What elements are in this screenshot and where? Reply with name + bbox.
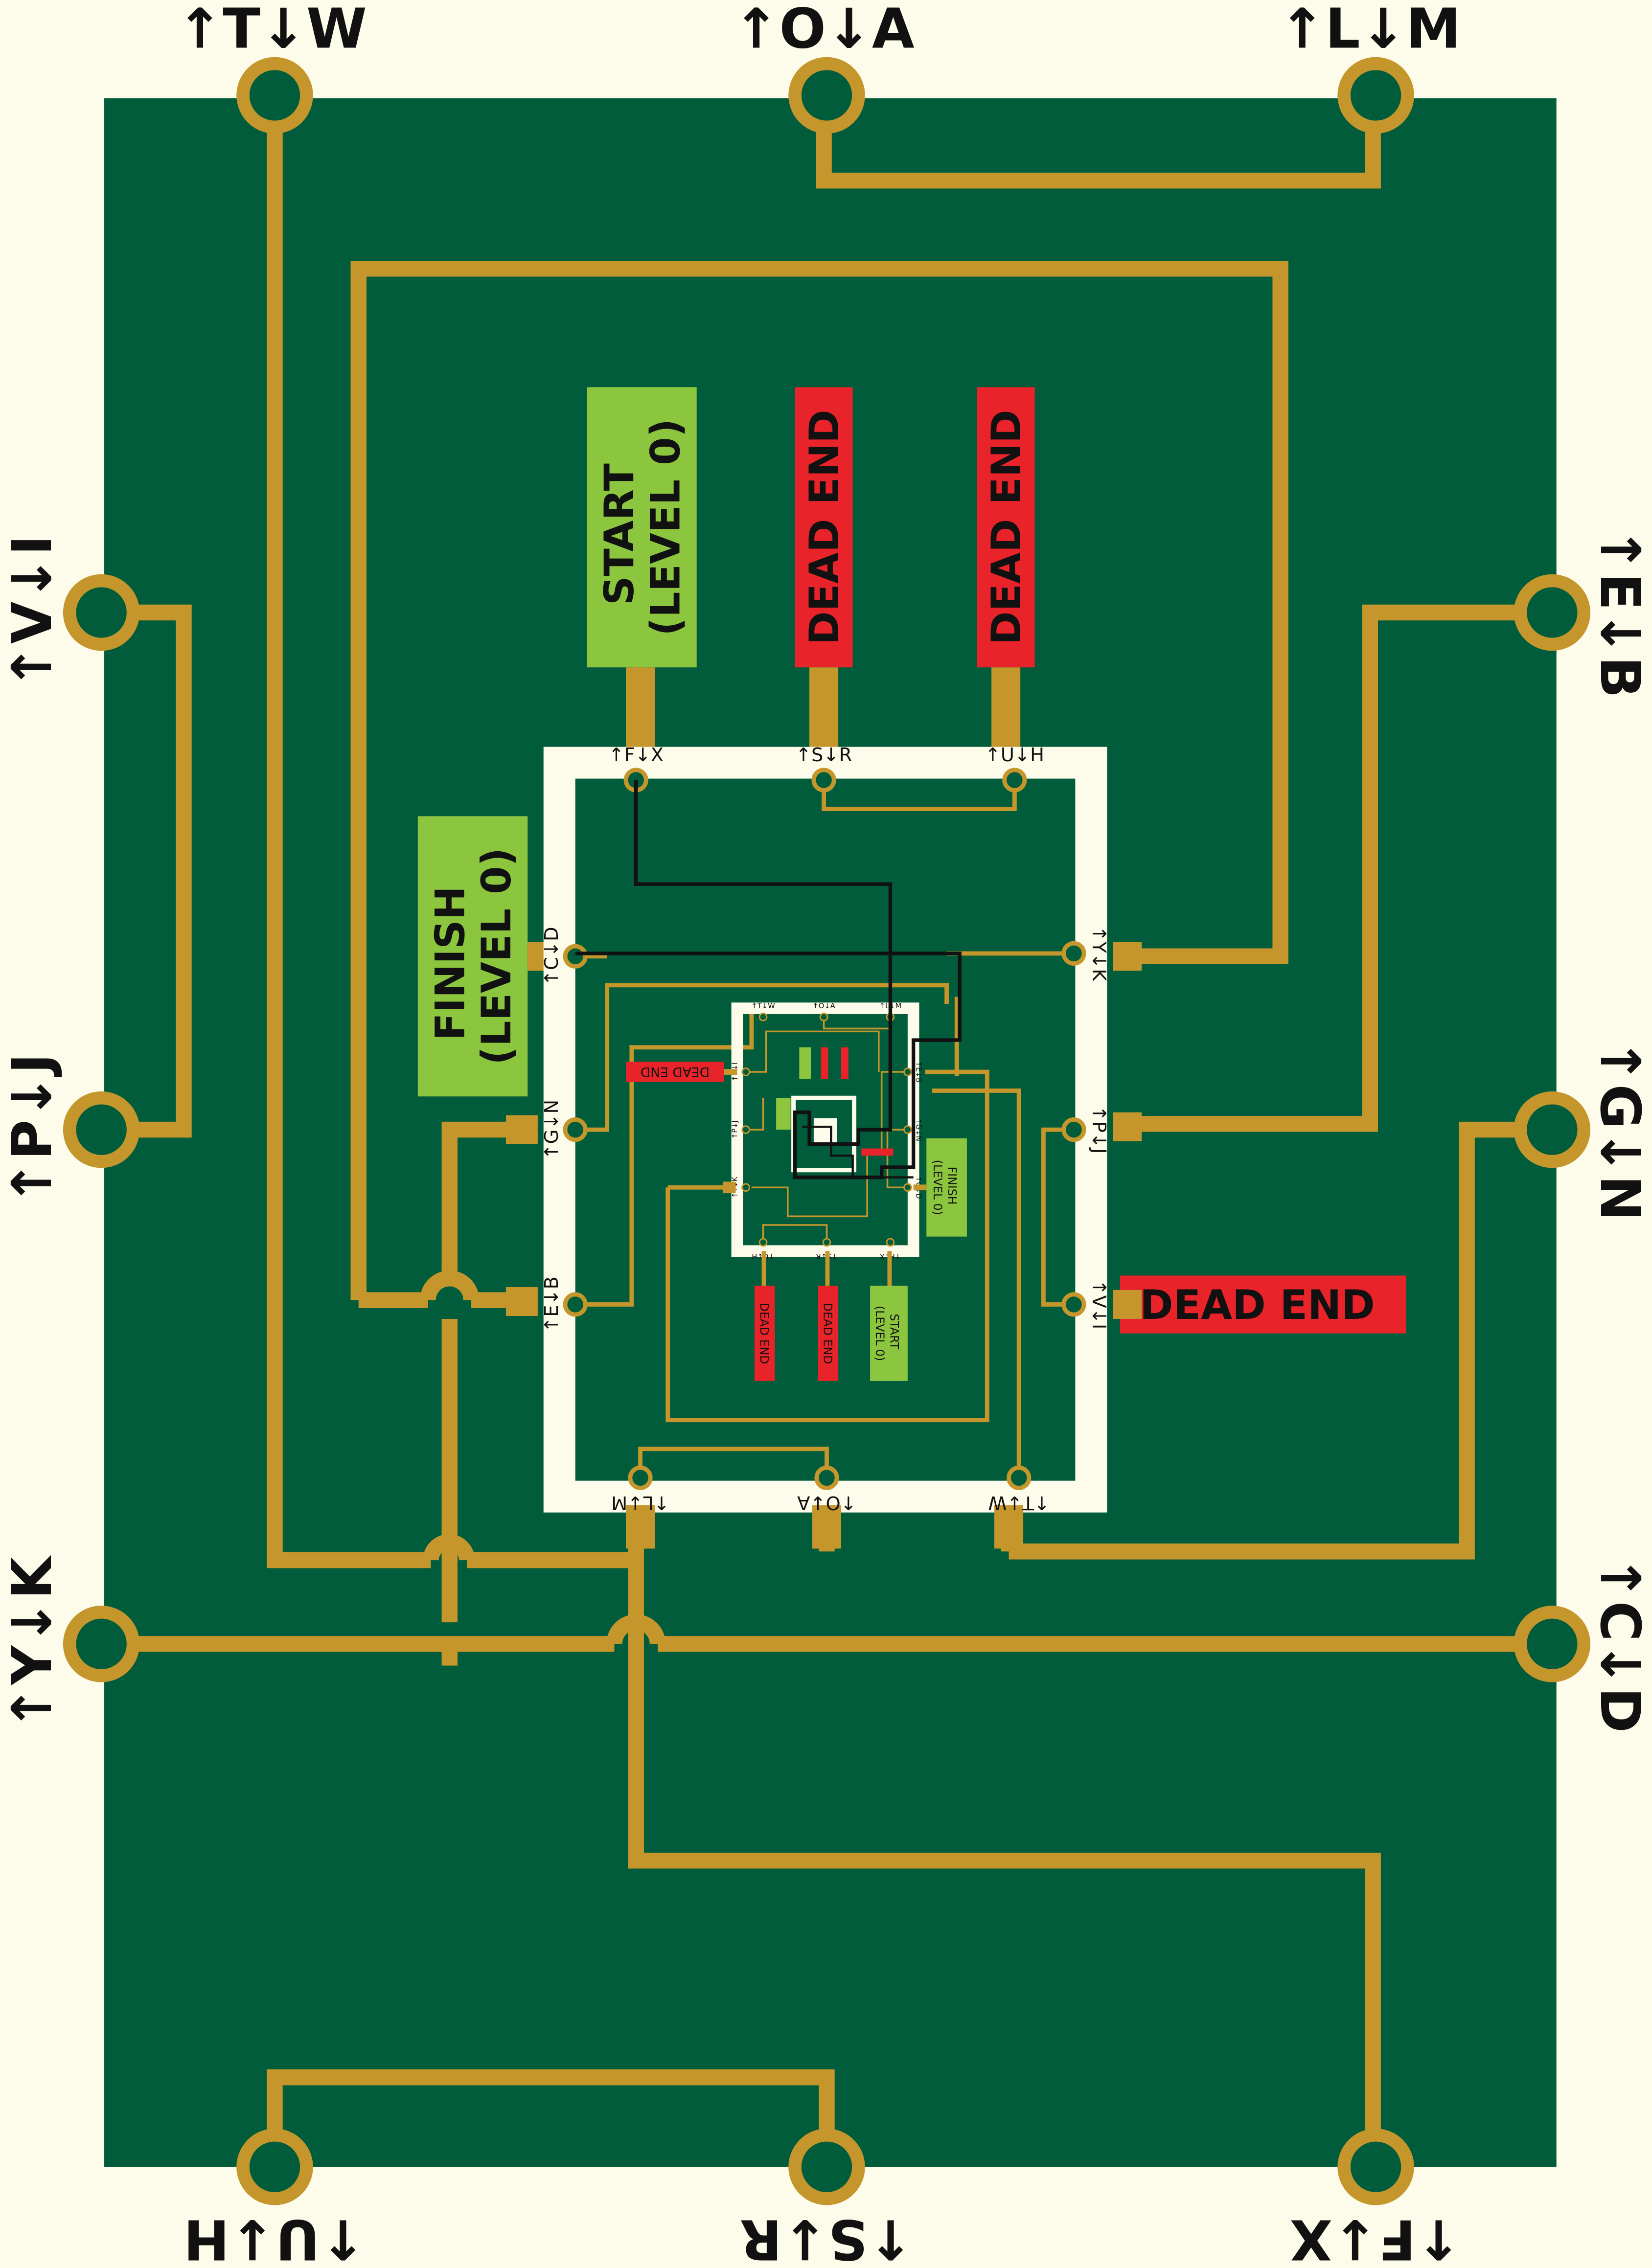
inner-port-bottom-1: ↑L↓M (611, 1492, 669, 1514)
dead-end-label: DEAD END (983, 409, 1030, 645)
level2-port-rings (741, 1012, 912, 1247)
inner-port-left-2: ↑G↓N (541, 1100, 563, 1160)
outer-traces (104, 122, 1549, 2167)
dead-end-block-3 (1120, 1275, 1406, 1334)
dead-end-block-1 (795, 387, 853, 668)
inner-port-rings (563, 768, 1086, 1490)
l2-start (870, 1286, 908, 1381)
l2-port-left-2: ↑P↓J (731, 1120, 739, 1139)
outer-port-bottom-1: ↑U↓H (184, 2207, 366, 2268)
finish-level-label: (LEVEL 0) (473, 848, 520, 1065)
inner-port-top-3: ↑U↓H (985, 744, 1044, 766)
outer-port-top-2: ↑O↓A (733, 0, 914, 61)
l2-port-right-2: ↑G↓N (915, 1118, 923, 1141)
outer-port-top-3: ↑L↓M (1279, 0, 1461, 61)
outer-port-right-3: ↑C↓D (1588, 1555, 1652, 1733)
l2-connectors (722, 1069, 927, 1286)
dead-end-label: DEAD END (1140, 1282, 1375, 1329)
outer-port-right-1: ↑E↓B (1588, 527, 1652, 698)
svg-text:FINISH (LEVEL 0): FINISH (LEVEL 0) (931, 1160, 959, 1215)
solution-path (575, 780, 962, 1179)
l2-finish-level-label: (LEVEL 0) (931, 1160, 944, 1215)
l2-port-top-2: ↑O↓A (812, 1002, 835, 1010)
finish-connector (528, 942, 545, 971)
l2-dead-end-bottom-2 (818, 1286, 839, 1381)
l3-dead-end-3 (861, 1148, 894, 1156)
l2-dead-end-left (626, 1062, 724, 1082)
l3-dead-end-2 (841, 1047, 849, 1079)
dead-end-label: DEAD END (801, 409, 848, 645)
start-label: START (596, 463, 643, 605)
svg-text:START (LEVEL 0): START (LEVEL 0) (873, 1306, 901, 1361)
outer-port-rings (63, 57, 1591, 2205)
dead-end-block-2 (977, 387, 1035, 668)
svg-text:START (LEVEL 0): START (LEVEL 0) (596, 419, 689, 636)
start-block (587, 387, 697, 668)
inner-port-right-1: ↑Y↓K (1088, 926, 1110, 981)
finish-label: FINISH (427, 886, 474, 1041)
l2-port-top-1: ↑T↓W (751, 1002, 775, 1010)
inner-port-right-2: ↑P↓J (1088, 1106, 1110, 1154)
frame-connectors (505, 942, 1142, 1549)
l3-finish (776, 1098, 791, 1130)
l3-dead-end-1 (821, 1047, 828, 1079)
start-connector (626, 667, 655, 748)
l2-finish (926, 1138, 967, 1237)
inner-port-top-1: ↑F↓X (608, 744, 664, 766)
level4-core (813, 1118, 837, 1144)
l2-dead-end-left-label: DEAD END (641, 1064, 710, 1079)
inner-port-bottom-2: ↑O↓A (797, 1492, 856, 1514)
l3-start (799, 1047, 811, 1079)
inner-port-left-1: ↑C↓D (541, 927, 563, 986)
outer-port-bottom-2: ↑S↓R (740, 2207, 914, 2268)
outer-port-left-2: ↑P↓J (0, 1053, 64, 1206)
inner-port-top-2: ↑S↓R (796, 744, 852, 766)
inner-port-bottom-3: ↑T↓W (988, 1492, 1050, 1514)
solution-path-inner (802, 1126, 914, 1179)
l2-start-label: START (887, 1314, 901, 1349)
dead-end-connector (809, 667, 839, 748)
start-level-label: (LEVEL 0) (642, 419, 689, 636)
finish-block (417, 816, 528, 1097)
l2-dead-end-bottom-1 (754, 1286, 775, 1381)
l2-dead-end-label: DEAD END (757, 1303, 771, 1364)
outer-port-bottom-3: ↑F↓X (1290, 2207, 1462, 2268)
outer-port-left-3: ↑Y↓K (0, 1555, 64, 1731)
svg-text:FINISH (LEVEL 0): FINISH (LEVEL 0) (427, 848, 520, 1065)
inner-port-right-3: ↑V↓I (1088, 1279, 1110, 1329)
l2-start-level-label: (LEVEL 0) (873, 1306, 887, 1361)
inner-frame (543, 747, 1107, 1513)
inner-frame-traces (575, 780, 1074, 1478)
l2-finish-label: FINISH (945, 1167, 959, 1205)
outer-port-left-1: ↑V↓I (0, 535, 64, 690)
dead-end-connector (991, 667, 1021, 748)
l2-dead-end-label: DEAD END (821, 1303, 835, 1364)
outer-port-top-1: ↑T↓W (177, 0, 367, 61)
l2-port-right-1: ↑E↓B (915, 1061, 923, 1083)
outer-port-right-2: ↑G↓N (1588, 1038, 1652, 1221)
inner-port-left-3: ↑E↓B (541, 1276, 563, 1333)
